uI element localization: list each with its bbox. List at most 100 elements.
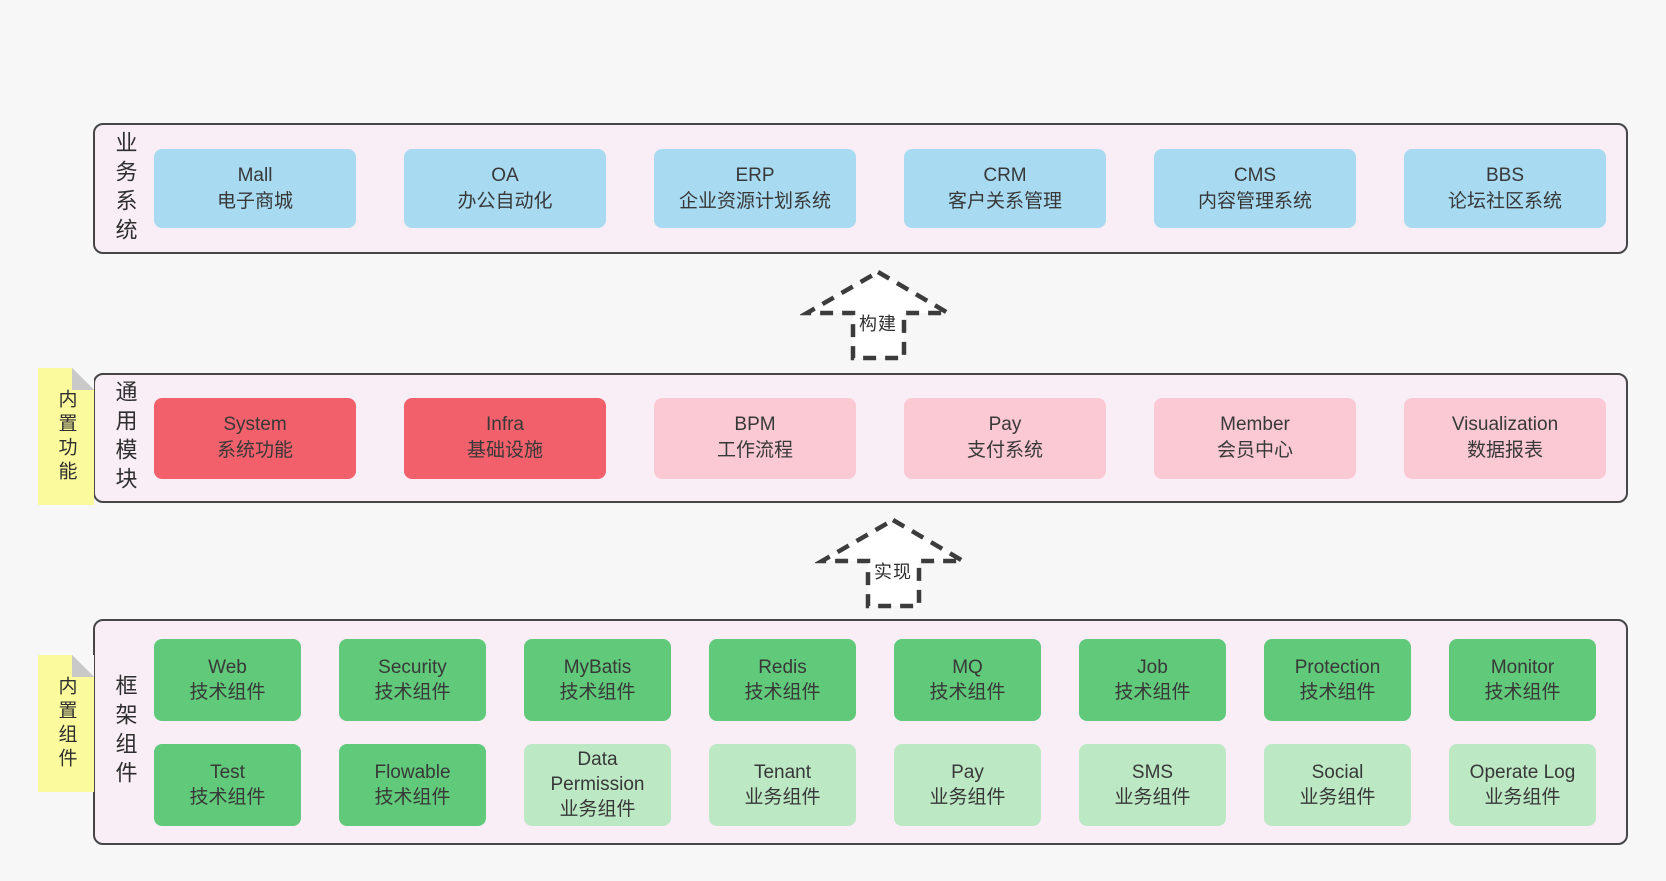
box-member: Member 会员中心 bbox=[1154, 397, 1356, 479]
section-framework-components: 框架组件 Web 技术组件 Security 技术组件 MyBatis 技术组件… bbox=[93, 619, 1628, 845]
arrow-label: 构建 bbox=[856, 308, 900, 338]
box-title: Tenant bbox=[753, 761, 812, 783]
box-subtitle: 业务组件 bbox=[559, 799, 636, 820]
box-tenant: Tenant 业务组件 bbox=[709, 743, 856, 826]
box-subtitle: 技术组件 bbox=[744, 681, 821, 703]
box-title: Visualization bbox=[1451, 414, 1559, 435]
arrow-label: 实现 bbox=[871, 556, 915, 586]
box-oa: OA 办公自动化 bbox=[404, 149, 606, 228]
box-subtitle: 业务组件 bbox=[929, 786, 1006, 808]
box-operate-log: Operate Log 业务组件 bbox=[1449, 743, 1596, 826]
box-web: Web 技术组件 bbox=[154, 638, 301, 721]
section-business-systems: 业务系统 Mall 电子商城 OA 办公自动化 ERP 企业资源计划系统 CRM… bbox=[93, 123, 1628, 254]
box-title: Social bbox=[1311, 761, 1364, 783]
box-title: Operate Log bbox=[1469, 761, 1576, 783]
box-bbs: BBS 论坛社区系统 bbox=[1404, 149, 1606, 228]
box-title: ERP bbox=[735, 164, 775, 186]
sticky-note-label: 内置功能 bbox=[55, 388, 77, 485]
box-title: Redis bbox=[758, 656, 807, 678]
box-title: Monitor bbox=[1490, 656, 1555, 678]
box-crm: CRM 客户关系管理 bbox=[904, 149, 1106, 228]
box-subtitle: 工作流程 bbox=[716, 440, 793, 461]
folded-corner-icon bbox=[72, 655, 94, 677]
box-mall: Mall 电子商城 bbox=[154, 149, 356, 228]
box-subtitle: 支付系统 bbox=[966, 440, 1043, 461]
box-sms: SMS 业务组件 bbox=[1079, 743, 1226, 826]
box-erp: ERP 企业资源计划系统 bbox=[654, 149, 856, 228]
box-title: OA bbox=[491, 164, 519, 186]
box-subtitle: 办公自动化 bbox=[457, 190, 553, 212]
box-title: Pay bbox=[951, 761, 984, 783]
box-job: Job 技术组件 bbox=[1079, 638, 1226, 721]
box-subtitle: 技术组件 bbox=[1299, 681, 1376, 703]
box-title: CRM bbox=[983, 164, 1027, 186]
folded-corner-icon bbox=[72, 368, 94, 390]
box-pay-biz: Pay 业务组件 bbox=[894, 743, 1041, 826]
box-subtitle: 业务组件 bbox=[1484, 786, 1561, 808]
box-title: MQ bbox=[952, 656, 983, 678]
box-pay: Pay 支付系统 bbox=[904, 397, 1106, 479]
box-mq: MQ 技术组件 bbox=[894, 638, 1041, 721]
box-title: Data Permission bbox=[550, 749, 645, 795]
box-title: Mall bbox=[237, 164, 273, 186]
box-system: System 系统功能 bbox=[154, 397, 356, 479]
section-common-modules: 通用模块 System 系统功能 Infra 基础设施 BPM 工作流程 Pay… bbox=[93, 373, 1628, 503]
sticky-note-builtin-features: 内置功能 bbox=[38, 368, 94, 505]
box-title: Web bbox=[208, 656, 247, 678]
box-bpm: BPM 工作流程 bbox=[654, 397, 856, 479]
box-subtitle: 内容管理系统 bbox=[1197, 190, 1312, 212]
box-subtitle: 技术组件 bbox=[1484, 681, 1561, 703]
box-title: System bbox=[223, 414, 287, 435]
box-title: CMS bbox=[1233, 164, 1277, 186]
section-label-text: 框架组件 bbox=[112, 674, 138, 790]
box-title: Member bbox=[1220, 414, 1290, 435]
box-title: Protection bbox=[1294, 656, 1381, 678]
dashed-up-arrow-implement: 实现 bbox=[815, 514, 971, 614]
box-social: Social 业务组件 bbox=[1264, 743, 1411, 826]
box-visualization: Visualization 数据报表 bbox=[1404, 397, 1606, 479]
sticky-note-label: 内置组件 bbox=[55, 675, 77, 772]
box-title: SMS bbox=[1131, 761, 1174, 783]
box-subtitle: 技术组件 bbox=[1114, 681, 1191, 703]
box-subtitle: 系统功能 bbox=[216, 440, 293, 461]
box-title: BPM bbox=[734, 414, 776, 435]
box-subtitle: 业务组件 bbox=[744, 786, 821, 808]
box-data-permission: Data Permission 业务组件 bbox=[524, 743, 671, 826]
box-infra: Infra 基础设施 bbox=[404, 397, 606, 479]
box-cms: CMS 内容管理系统 bbox=[1154, 149, 1356, 228]
box-title: Test bbox=[210, 761, 245, 783]
box-subtitle: 数据报表 bbox=[1466, 440, 1543, 461]
dashed-up-arrow-build: 构建 bbox=[800, 266, 956, 366]
box-mybatis: MyBatis 技术组件 bbox=[524, 638, 671, 721]
box-subtitle: 论坛社区系统 bbox=[1447, 190, 1562, 212]
box-subtitle: 技术组件 bbox=[374, 786, 451, 808]
modules-boxes-row: System 系统功能 Infra 基础设施 BPM 工作流程 Pay 支付系统… bbox=[154, 397, 1606, 479]
box-title: Pay bbox=[988, 414, 1022, 435]
box-protection: Protection 技术组件 bbox=[1264, 638, 1411, 721]
box-title: Infra bbox=[485, 414, 525, 435]
box-subtitle: 技术组件 bbox=[189, 786, 266, 808]
box-title: MyBatis bbox=[563, 656, 632, 678]
section-label-modules: 通用模块 bbox=[95, 380, 154, 496]
section-label-text: 通用模块 bbox=[112, 380, 138, 496]
box-test: Test 技术组件 bbox=[154, 743, 301, 826]
box-monitor: Monitor 技术组件 bbox=[1449, 638, 1596, 721]
business-boxes-row: Mall 电子商城 OA 办公自动化 ERP 企业资源计划系统 CRM 客户关系… bbox=[154, 149, 1606, 228]
sticky-note-builtin-components: 内置组件 bbox=[38, 655, 94, 792]
box-subtitle: 电子商城 bbox=[216, 190, 293, 212]
box-subtitle: 业务组件 bbox=[1299, 786, 1376, 808]
box-subtitle: 技术组件 bbox=[559, 681, 636, 703]
section-label-components: 框架组件 bbox=[95, 674, 154, 790]
box-subtitle: 技术组件 bbox=[374, 681, 451, 703]
box-subtitle: 技术组件 bbox=[929, 681, 1006, 703]
components-boxes-grid: Web 技术组件 Security 技术组件 MyBatis 技术组件 Redi… bbox=[154, 638, 1596, 826]
box-subtitle: 会员中心 bbox=[1216, 440, 1293, 461]
box-security: Security 技术组件 bbox=[339, 638, 486, 721]
box-redis: Redis 技术组件 bbox=[709, 638, 856, 721]
box-title: Flowable bbox=[374, 761, 451, 783]
box-subtitle: 基础设施 bbox=[466, 440, 543, 461]
box-subtitle: 客户关系管理 bbox=[947, 190, 1062, 212]
section-label-business: 业务系统 bbox=[95, 131, 154, 247]
section-label-text: 业务系统 bbox=[112, 130, 138, 247]
box-subtitle: 技术组件 bbox=[189, 681, 266, 703]
